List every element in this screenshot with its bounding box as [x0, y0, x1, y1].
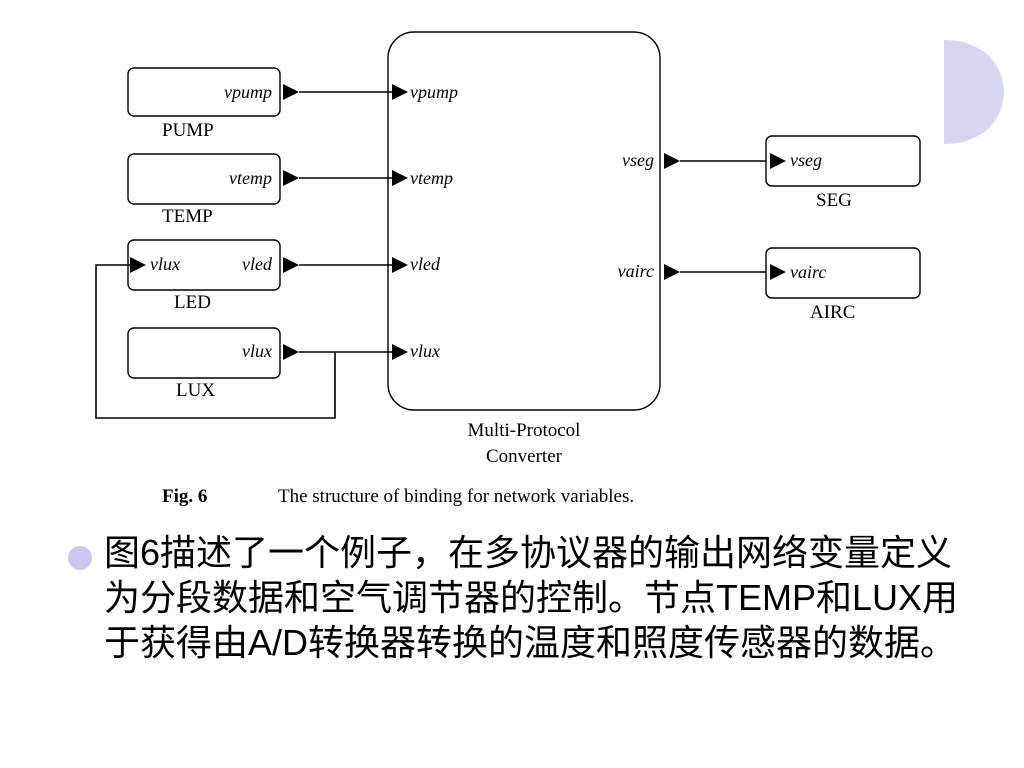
lux-inner-var: vlux	[242, 341, 272, 361]
seg-inner-var: vseg	[790, 150, 822, 170]
binding-diagram: .box { fill:#fff; stroke:#000; stroke-wi…	[95, 31, 921, 507]
bullet-dot-icon	[68, 546, 92, 570]
temp-label: TEMP	[162, 206, 213, 227]
figure-caption-label: Fig. 6	[162, 486, 207, 507]
node-lux: vlux LUX	[127, 327, 299, 401]
node-pump: vpump PUMP	[127, 67, 299, 141]
pump-inner-var: vpump	[224, 82, 272, 102]
edge-lux-led-feedback	[95, 264, 336, 419]
converter-in-arrow-vled	[392, 257, 408, 273]
converter-in-arrow-vtemp	[392, 170, 408, 186]
converter-in-arrow-vpump	[392, 84, 408, 100]
lux-label: LUX	[176, 380, 215, 401]
node-airc: vairc AIRC	[765, 247, 921, 323]
decorative-shape	[944, 40, 1004, 144]
converter-box	[387, 31, 661, 411]
pump-out-arrow	[283, 84, 299, 100]
node-led: vlux vled LED	[127, 239, 299, 313]
converter-output-vairc: vairc	[618, 261, 654, 281]
converter-input-vled: vled	[410, 254, 441, 274]
seg-label: SEG	[816, 190, 852, 211]
led-out-arrow	[283, 257, 299, 273]
node-seg: vseg SEG	[765, 135, 921, 211]
lux-out-arrow	[283, 344, 299, 360]
bullet-text: 图6描述了一个例子，在多协议器的输出网络变量定义为分段数据和空气调节器的控制。节…	[104, 532, 959, 663]
led-inner-left-var: vlux	[150, 254, 180, 274]
converter-input-vlux: vlux	[410, 341, 440, 361]
converter-name-line2: Converter	[486, 446, 563, 467]
node-temp: vtemp TEMP	[127, 153, 299, 227]
converter-name-line1: Multi-Protocol	[468, 420, 581, 441]
pump-label: PUMP	[162, 120, 214, 141]
converter-input-vtemp: vtemp	[410, 168, 453, 188]
converter-out-arrow-vairc	[664, 264, 680, 280]
temp-inner-var: vtemp	[229, 168, 272, 188]
seg-in-arrow	[770, 153, 786, 169]
airc-label: AIRC	[810, 302, 855, 323]
temp-out-arrow	[283, 170, 299, 186]
converter-in-arrow-vlux	[392, 344, 408, 360]
converter-out-arrow-vseg	[664, 153, 680, 169]
figure-caption-text: The structure of binding for network var…	[278, 486, 634, 507]
converter-input-vpump: vpump	[410, 82, 458, 102]
led-label: LED	[174, 292, 211, 313]
airc-in-arrow	[770, 264, 786, 280]
airc-inner-var: vairc	[790, 262, 826, 282]
led-inner-var: vled	[242, 254, 273, 274]
converter-output-vseg: vseg	[622, 150, 654, 170]
led-in-arrow	[130, 257, 146, 273]
